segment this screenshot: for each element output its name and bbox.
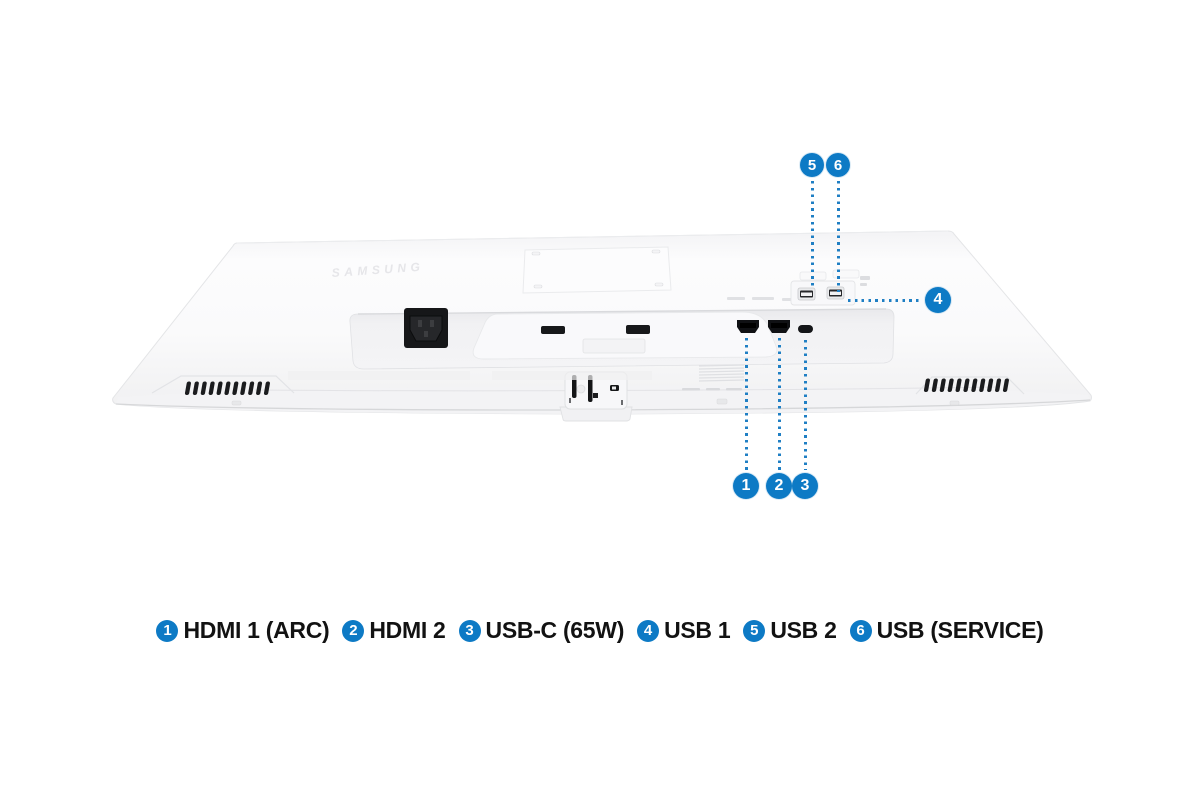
hdmi-1-slot bbox=[740, 323, 756, 328]
chin-notch bbox=[949, 400, 960, 406]
vesa-screw-hole bbox=[533, 284, 543, 289]
legend-badge-6: 6 bbox=[849, 619, 872, 642]
label-dashes bbox=[682, 388, 742, 391]
legend-badge-5: 5 bbox=[743, 619, 766, 642]
usb-cover-tab bbox=[832, 269, 860, 279]
legend-label-6: USB (SERVICE) bbox=[876, 617, 1044, 643]
marker-1-number: 1 bbox=[741, 477, 751, 494]
leader-line-2 bbox=[777, 338, 781, 470]
bracket-mark bbox=[621, 400, 623, 405]
marker-2: 2 bbox=[766, 473, 792, 499]
kensington-lock-pin bbox=[612, 386, 616, 390]
stand-bracket-foot bbox=[559, 406, 633, 422]
vesa-screw-hole bbox=[531, 251, 541, 256]
stand-release-recess bbox=[582, 338, 646, 354]
usb-2-port bbox=[797, 287, 816, 301]
label-strip bbox=[492, 371, 652, 380]
power-inlet-port bbox=[404, 308, 448, 348]
chin-seam-line bbox=[254, 386, 1001, 392]
marker-3-number: 3 bbox=[800, 477, 810, 494]
port-label-mark bbox=[727, 297, 745, 300]
legend-label-4: USB 1 bbox=[664, 617, 731, 643]
leader-line-1 bbox=[744, 338, 748, 470]
legend-item-4: 4 USB 1 bbox=[637, 617, 731, 644]
stand-mount-platform bbox=[472, 311, 778, 360]
power-pin bbox=[430, 320, 434, 327]
bracket-screw-hole bbox=[576, 384, 586, 394]
stand-bracket bbox=[559, 371, 633, 422]
usb-c-port bbox=[798, 325, 813, 333]
speaker-grille-right bbox=[923, 378, 1009, 392]
legend-label-1: HDMI 1 (ARC) bbox=[183, 617, 330, 643]
power-pin bbox=[424, 331, 428, 337]
marker-3: 3 bbox=[792, 473, 818, 499]
speaker-grille-left bbox=[184, 381, 270, 395]
legend-badge-2: 2 bbox=[342, 619, 365, 642]
legend-label-2: HDMI 2 bbox=[369, 617, 446, 643]
leader-line-4 bbox=[848, 299, 922, 302]
legend-label-5: USB 2 bbox=[770, 617, 837, 643]
speaker-trim-left bbox=[151, 375, 295, 394]
legend-item-5: 5 USB 2 bbox=[743, 617, 837, 644]
port-label-mark bbox=[752, 297, 774, 300]
label-strip bbox=[288, 371, 470, 380]
marker-4: 4 bbox=[925, 287, 951, 313]
marker-6-number: 6 bbox=[833, 156, 843, 174]
chin-notch bbox=[716, 398, 728, 405]
legend-badge-3: 3 bbox=[458, 619, 481, 642]
marker-5: 5 bbox=[800, 153, 824, 177]
stand-latch-slot bbox=[626, 325, 650, 334]
marker-2-number: 2 bbox=[774, 477, 784, 494]
marker-4-number: 4 bbox=[933, 291, 943, 308]
usb-hub-group bbox=[790, 269, 870, 306]
vesa-mount-plate bbox=[522, 246, 672, 294]
power-pin bbox=[418, 320, 422, 327]
legend-item-3: 3 USB-C (65W) bbox=[458, 617, 625, 644]
top-edge-line bbox=[236, 230, 949, 244]
vesa-screw-hole bbox=[654, 282, 664, 287]
legend-badge-1: 1 bbox=[156, 619, 179, 642]
usb-icon-mark bbox=[860, 276, 870, 280]
marker-5-number: 5 bbox=[807, 156, 817, 174]
bracket-slot bbox=[572, 375, 577, 398]
legend-item-1: 1 HDMI 1 (ARC) bbox=[156, 617, 330, 644]
legend-item-2: 2 HDMI 2 bbox=[342, 617, 446, 644]
vent-ridges bbox=[698, 364, 745, 382]
legend-label-3: USB-C (65W) bbox=[485, 617, 625, 643]
legend-item-6: 6 USB (SERVICE) bbox=[849, 617, 1044, 644]
marker-1: 1 bbox=[733, 473, 759, 499]
bracket-mark bbox=[569, 398, 571, 403]
leader-line-3 bbox=[803, 340, 807, 470]
marker-6: 6 bbox=[826, 153, 850, 177]
bracket-slot bbox=[588, 375, 593, 402]
brand-logo: SAMSUNG bbox=[331, 260, 425, 280]
stand-latch-slot bbox=[541, 326, 565, 334]
speaker-trim-right bbox=[915, 376, 1025, 395]
bracket-square-hole bbox=[593, 393, 598, 398]
ports-legend: 1 HDMI 1 (ARC) 2 HDMI 2 3 USB-C (65W) 4 … bbox=[0, 617, 1200, 644]
leader-line-5 bbox=[810, 181, 814, 286]
usb-service-port bbox=[826, 286, 845, 300]
usb-icon-mark bbox=[860, 283, 867, 286]
chin-notch bbox=[231, 400, 242, 406]
hdmi-2-slot bbox=[771, 323, 787, 328]
legend-badge-4: 4 bbox=[637, 619, 660, 642]
vesa-screw-hole bbox=[651, 249, 661, 254]
leader-line-6 bbox=[836, 181, 840, 292]
video-ports-group bbox=[727, 297, 813, 333]
